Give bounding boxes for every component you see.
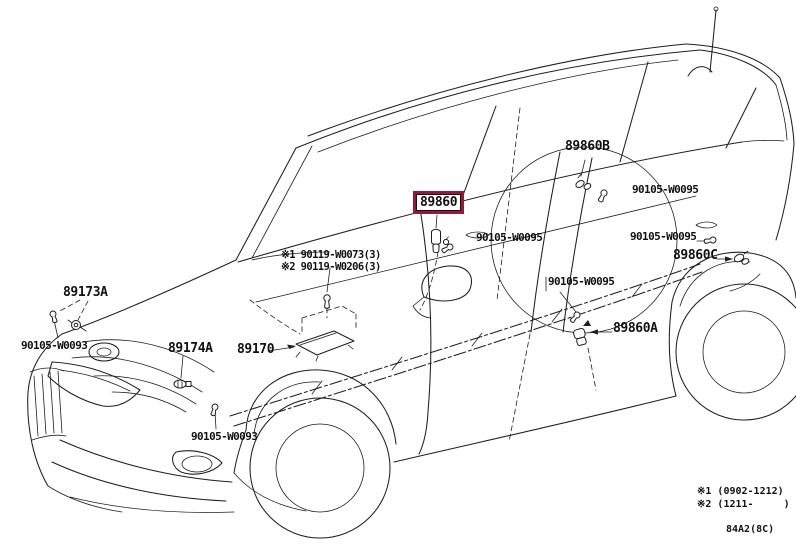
belt-sensor-89860a-icon xyxy=(573,320,591,346)
part-label-89860b[interactable]: 89860B xyxy=(565,139,610,154)
figure-code: 84A2(8C) xyxy=(726,524,775,535)
part-label-89860a[interactable]: 89860A xyxy=(613,321,658,336)
part-label-90105-w0095-quarter[interactable]: 90105-W0095 xyxy=(630,230,697,243)
part-label-note1-90119-w0073[interactable]: ※1 90119-W0073(3) xyxy=(281,249,381,261)
part-label-89860c[interactable]: 89860C xyxy=(673,248,718,263)
sensor-89174a-icon xyxy=(173,379,192,389)
part-label-90105-w0095-door[interactable]: 90105-W0095 xyxy=(476,231,543,244)
part-label-89173a[interactable]: 89173A xyxy=(63,285,108,300)
airbag-sensor-assy-89170-icon xyxy=(295,305,357,362)
part-label-89174a[interactable]: 89174A xyxy=(168,341,213,356)
leader-lines xyxy=(53,159,733,430)
bolt-icon xyxy=(597,189,608,203)
bolt-icon xyxy=(210,403,219,417)
part-label-90105-w0093-lower[interactable]: 90105-W0093 xyxy=(191,430,258,443)
bolt-icon xyxy=(323,294,331,309)
roof-side-sensor-89860b-icon xyxy=(575,173,592,190)
part-label-90105-w0093-front[interactable]: 90105-W0093 xyxy=(21,339,88,352)
footnote-1: ※1 (0902-1212) xyxy=(697,486,784,497)
footnote-2: ※2 (1211- ) xyxy=(697,499,790,510)
bolt-icon xyxy=(569,311,581,323)
part-label-90105-w0095-bpillar[interactable]: 90105-W0095 xyxy=(548,275,615,288)
side-sensor-89860c-icon xyxy=(733,250,750,265)
body-outline xyxy=(27,6,796,539)
front-sensor-clip-89173a-icon xyxy=(67,319,87,332)
part-label-89860-highlighted[interactable]: 89860 xyxy=(416,194,462,211)
highlighted-part-box[interactable]: 89860 xyxy=(413,191,465,214)
part-label-note2-90119-w0206[interactable]: ※2 90119-W0206(3) xyxy=(281,261,381,273)
bolt-icon xyxy=(441,243,454,254)
bolt-icon xyxy=(703,236,717,244)
occupant-detection-sensor-icon xyxy=(431,228,450,253)
part-label-89170[interactable]: 89170 xyxy=(237,342,275,357)
bolt-icon xyxy=(49,310,58,324)
part-label-90105-w0095-roof[interactable]: 90105-W0095 xyxy=(632,183,699,196)
